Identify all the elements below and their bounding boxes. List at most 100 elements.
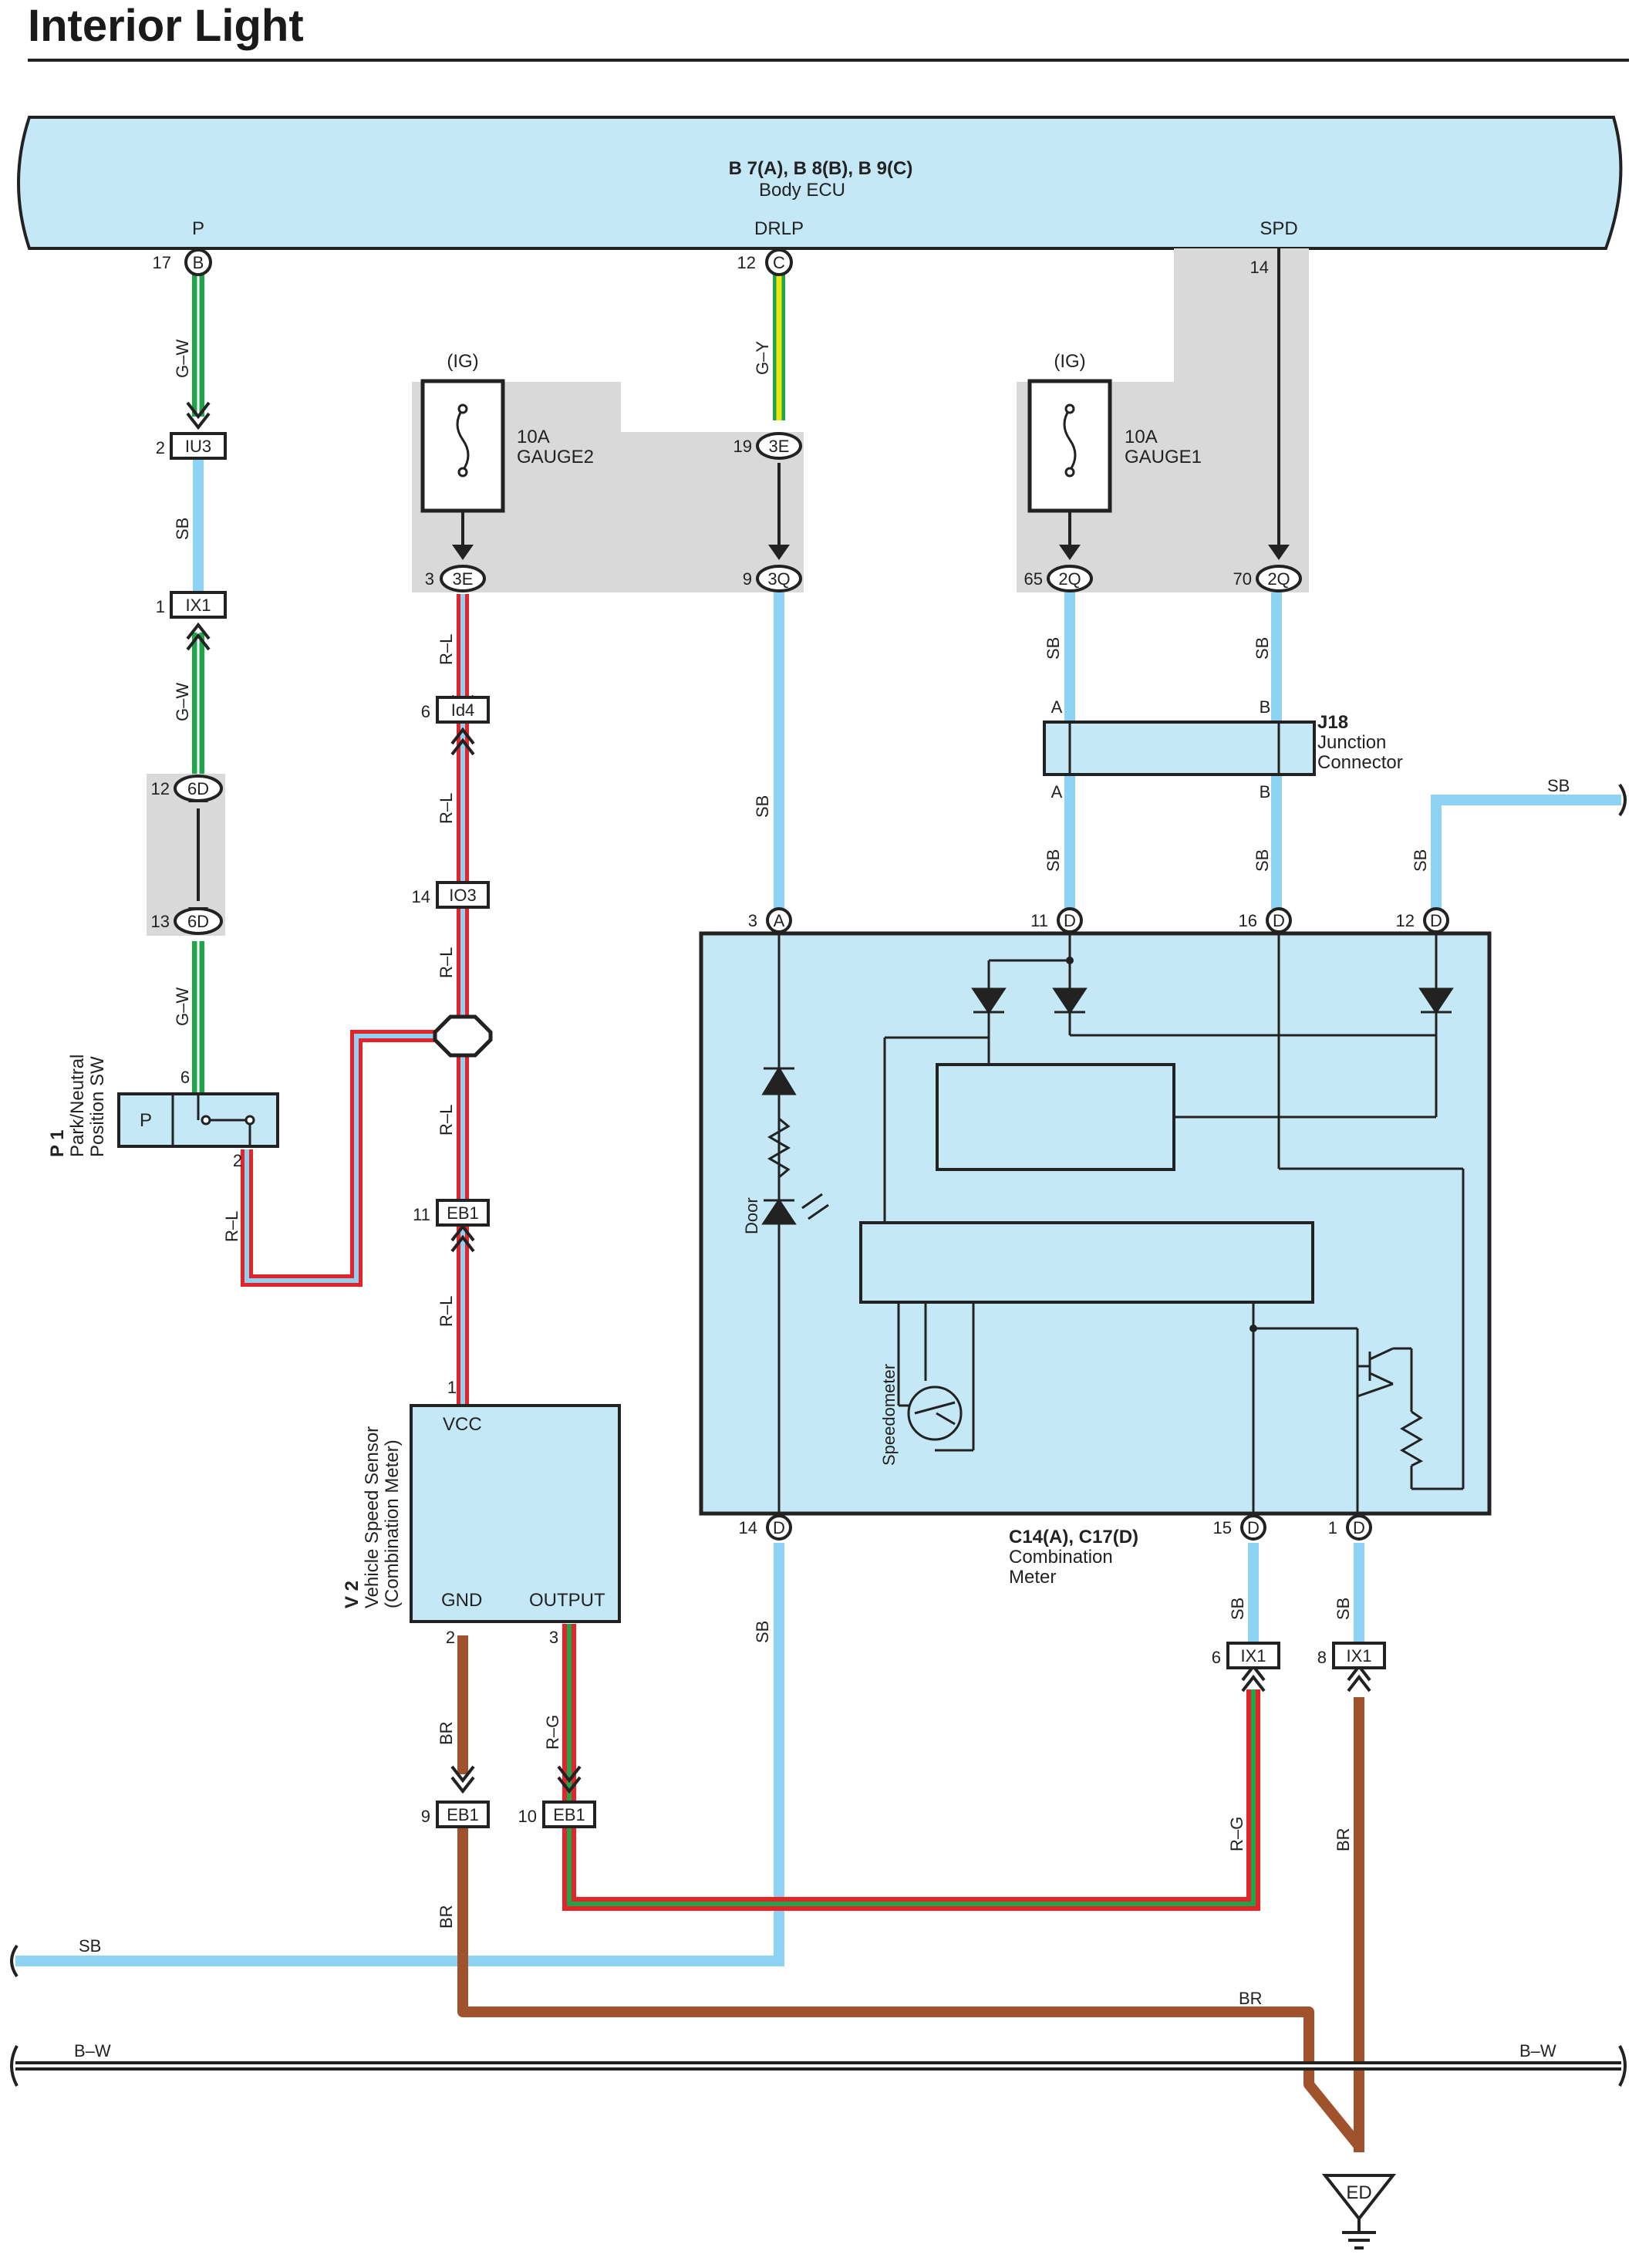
ecu-pin-circles: B 17 C 12 14 [153, 248, 1269, 277]
meter-pin-d11-num: 11 [1030, 911, 1048, 930]
sb-break-marks [10, 783, 1627, 1978]
meter-name2: Meter [1009, 1567, 1056, 1588]
conn-eb1-11-label: EB1 [447, 1203, 479, 1223]
conn-3e-upper-label: 3E [769, 437, 790, 456]
ground-label: ED [1346, 2182, 1371, 2203]
conn-ix1-pin: 1 [156, 597, 165, 616]
park-neutral-switch: P 6 2 P 1 Park/Neutral Position SW [47, 1055, 279, 1170]
fuse-gauge2-circuit: (IG) [447, 351, 478, 372]
conn-3e-lower-label: 3E [453, 569, 474, 589]
body-ecu: B 7(A), B 8(B), B 9(C) Body ECU P DRLP S… [17, 116, 1623, 250]
fuse-gauge1-name: GAUGE1 [1125, 447, 1202, 467]
vss-id: V 2 [342, 1581, 363, 1608]
meter-pin-d15-conn: D [1247, 1518, 1260, 1537]
wl-sb-8: SB [1547, 776, 1570, 795]
conn-2q-70-pin: 70 [1233, 569, 1252, 589]
conn-3e-lower-pin: 3 [425, 569, 434, 589]
conn-6d-top-label: 6D [187, 779, 209, 798]
j18-name2: Connector [1317, 752, 1403, 773]
conn-6d-bottom-pin: 13 [151, 912, 170, 931]
wl-rl-2: R–L [437, 793, 456, 824]
meter-pins: A 3 D 11 D 16 D 12 D 14 D 15 D 1 [739, 907, 1449, 1541]
conn-eb1-10-label: EB1 [553, 1805, 585, 1824]
ecu-pin-drlp-num: 12 [737, 253, 756, 272]
j18-id: J18 [1317, 712, 1348, 733]
conn-6d-bottom-label: 6D [187, 912, 209, 931]
ecu-pin-p-label: P [192, 218, 204, 239]
wl-sb-4: SB [1253, 637, 1272, 660]
wl-sb-1: SB [173, 518, 192, 540]
conn-ix1-6-label: IX1 [1240, 1646, 1266, 1666]
vehicle-speed-sensor: VCC GND OUTPUT 1 2 3 V 2 Vehicle Speed S… [342, 1378, 621, 1647]
vss-name1: Vehicle Speed Sensor [362, 1426, 383, 1608]
conn-ix1-label: IX1 [185, 596, 211, 615]
meter-pin-d1-conn: D [1353, 1518, 1365, 1537]
meter-pin-d11-conn: D [1064, 911, 1076, 930]
j18-name1: Junction [1317, 732, 1386, 753]
vss-output: OUTPUT [529, 1590, 605, 1611]
wl-rl-4: R–L [437, 1105, 456, 1136]
fuse-gauge2-rating: 10A [517, 427, 550, 447]
conn-ix1-6-pin: 6 [1212, 1648, 1221, 1667]
wire-br [457, 1635, 1364, 2152]
conn-eb1-9-label: EB1 [447, 1805, 479, 1824]
ecu-name: Body ECU [759, 180, 845, 201]
ground-ed: ED [1321, 2174, 1397, 2249]
conn-iu3-label: IU3 [185, 437, 211, 456]
meter-pin-a3-conn: A [774, 911, 785, 930]
wl-sb-7: SB [1411, 849, 1430, 872]
meter-pin-d16-conn: D [1273, 911, 1285, 930]
meter-pin-d15-num: 15 [1213, 1518, 1232, 1537]
wire-rl [241, 594, 469, 1404]
wl-sb-6: SB [1253, 849, 1272, 872]
park-sw-pin-top: 6 [180, 1068, 190, 1087]
fuse-gauge1: (IG) 10A GAUGE1 [1027, 351, 1202, 548]
wl-br-4: BR [1239, 1989, 1263, 2008]
park-sw-name2: Position SW [87, 1056, 108, 1157]
wl-br-2: BR [437, 1905, 456, 1929]
conn-2q-65-pin: 65 [1024, 569, 1043, 589]
ecu-pin-drlp-conn: C [773, 253, 785, 272]
meter-pin-d14-conn: D [773, 1518, 785, 1537]
wl-bw-left: B–W [74, 2041, 111, 2060]
vss-pin-out: 3 [549, 1628, 558, 1647]
conn-3e-upper-pin: 19 [734, 437, 752, 456]
meter-pin-d16-num: 16 [1239, 911, 1257, 930]
wl-gy: G–Y [753, 341, 772, 375]
vss-pin-vcc: 1 [447, 1378, 457, 1397]
conn-eb1-10-pin: 10 [518, 1807, 537, 1826]
meter-speedometer: Speedometer [879, 1364, 899, 1466]
conn-id4-pin: 6 [421, 702, 430, 721]
vss-vcc: VCC [443, 1414, 482, 1435]
meter-name1: Combination [1009, 1547, 1113, 1568]
j18-pin-a-top: A [1051, 697, 1063, 717]
6d-shade [147, 774, 225, 936]
wl-sb-10: SB [1228, 1598, 1247, 1620]
ecu-pin-spd-label: SPD [1260, 218, 1297, 239]
wl-rl-3: R–L [437, 947, 456, 978]
ecu-pin-drlp-label: DRLP [754, 218, 804, 239]
wire-joint [433, 1014, 493, 1058]
wl-sb-11: SB [1334, 1598, 1353, 1620]
wire-labels: G–W SB G–W G–W R–L R–L R–L R–L R–L R–L G… [74, 339, 1570, 2060]
fuse-gauge1-rating: 10A [1125, 427, 1158, 447]
wire-rg [562, 1624, 1260, 1911]
ecu-pin-p-conn: B [193, 253, 204, 272]
meter-pin-d14-num: 14 [739, 1518, 757, 1537]
ecu-id: B 7(A), B 8(B), B 9(C) [729, 158, 913, 179]
j18-pin-b-bottom: B [1260, 782, 1271, 802]
wl-rl-5: R–L [437, 1296, 456, 1327]
meter-pin-d1-num: 1 [1328, 1518, 1337, 1537]
vss-gnd: GND [441, 1590, 482, 1611]
wire-bw [10, 2045, 1627, 2087]
conn-2q-65-label: 2Q [1058, 569, 1081, 589]
conn-6d-top-pin: 12 [151, 779, 170, 798]
wl-sb-9: SB [753, 1621, 772, 1643]
wl-bw-right: B–W [1519, 2041, 1556, 2060]
ecu-pin-p-num: 17 [153, 253, 171, 272]
park-sw-pin-label: P [140, 1110, 152, 1131]
wl-br-3: BR [1334, 1828, 1353, 1851]
vss-name2: (Combination Meter) [382, 1439, 403, 1608]
conn-2q-70-label: 2Q [1267, 569, 1290, 589]
